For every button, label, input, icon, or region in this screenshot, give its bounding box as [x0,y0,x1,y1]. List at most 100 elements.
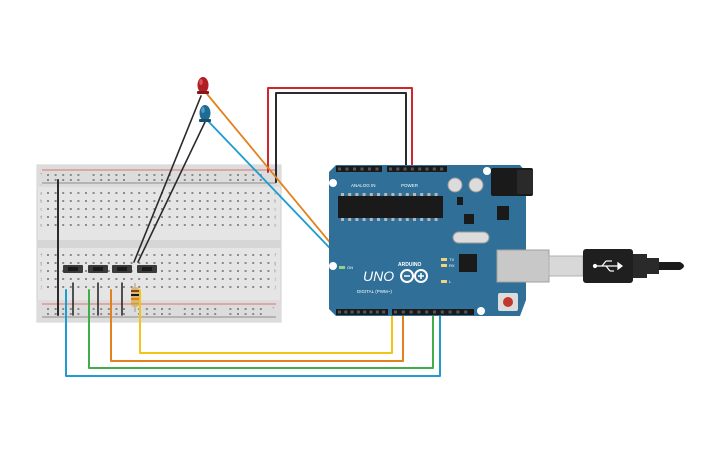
terminal-hole [252,216,255,218]
terminal-hole [229,192,232,194]
terminal-hole [183,270,186,272]
terminal-hole [259,270,262,272]
rail-minus-label: - [40,182,42,187]
terminal-hole [130,278,133,280]
terminal-hole [252,270,255,272]
terminal-hole [138,192,141,194]
chip-leg [369,193,373,196]
terminal-hole [237,208,239,210]
rail-hole [145,308,148,310]
uno-model-label: UNO [363,268,394,284]
row-letter: g [40,261,43,266]
terminal-hole [191,254,194,256]
wire-led-red-lead[interactable] [133,95,202,263]
terminal-hole [161,224,163,226]
terminal-hole [85,270,87,272]
top-power-rail [37,165,281,187]
reset-button[interactable] [503,297,513,307]
rail-hole [92,308,95,310]
terminal-hole [69,286,72,288]
chip-leg [362,218,366,221]
row-letter: c [40,207,43,212]
rail-hole [237,174,239,176]
rail-hole [62,313,65,315]
wire-red-5v[interactable] [267,87,413,173]
wire-cyan-bottom[interactable] [65,289,441,377]
analog-header[interactable] [336,166,382,172]
usb-cable[interactable] [548,249,684,283]
wires[interactable] [57,87,441,377]
rail-hole [199,308,201,310]
pushbutton-1[interactable] [63,265,83,273]
rail-hole [161,313,163,315]
rail-hole [168,313,171,315]
terminal-hole [161,286,163,288]
terminal-hole [115,286,118,288]
terminal-hole [176,200,179,202]
terminal-hole [199,208,201,210]
rail-hole [107,174,110,176]
terminal-hole [92,200,95,202]
led-blue[interactable] [199,105,211,122]
pushbuttons[interactable] [63,265,157,273]
terminal-hole [229,286,232,288]
pushbutton-4[interactable] [137,265,157,273]
terminal-hole [115,216,118,218]
terminal-hole [244,192,247,194]
terminal-hole [85,224,87,226]
pushbutton-3[interactable] [112,265,132,273]
led-red[interactable] [197,77,209,94]
wire-black-gnd[interactable] [275,92,407,183]
terminal-hole [252,200,255,202]
power-header[interactable] [387,166,447,172]
terminal-hole [62,216,65,218]
rail-hole [47,313,49,315]
terminal-hole [47,200,49,202]
header-pin [389,167,392,171]
terminal-hole [229,216,232,218]
wire-led-blue-lead[interactable] [137,121,206,263]
pushbutton-2[interactable] [88,265,108,273]
terminal-hole [183,192,186,194]
row-letter: e [40,223,43,228]
rail-hole [259,308,262,310]
terminal-hole [244,254,247,256]
header-pin [401,310,405,314]
terminal-hole [100,192,103,194]
arduino-uno-board[interactable]: ANALOG IN POWER TX RX L ON UNO [329,165,550,316]
terminal-hole [267,192,270,194]
terminal-hole [77,200,80,202]
terminal-hole [191,200,194,202]
rail-hole [69,308,72,310]
terminal-hole [191,208,194,210]
rail-hole [214,179,217,181]
wire-yellow[interactable] [139,289,393,354]
terminal-hole [259,254,262,256]
terminal-hole [123,278,125,280]
terminal-hole [214,216,217,218]
resistor[interactable] [131,283,139,312]
terminal-hole [130,254,133,256]
rail-hole [252,313,255,315]
terminal-hole [115,278,118,280]
terminal-hole [69,192,72,194]
digital-header-low[interactable] [336,309,388,315]
terminal-hole [244,208,247,210]
terminal-hole [161,208,163,210]
header-pin [403,167,407,171]
chip-leg [355,218,359,221]
usb-port[interactable] [496,249,550,283]
center-channel [37,240,281,248]
terminal-hole [229,208,232,210]
wire-orange-bottom[interactable] [110,289,404,362]
terminal-hole [191,224,194,226]
terminal-hole [191,192,194,194]
chip-leg [377,218,380,221]
header-pin [432,167,436,171]
mount-hole [329,262,337,270]
terminal-hole [107,286,110,288]
wire-green[interactable] [88,289,434,369]
